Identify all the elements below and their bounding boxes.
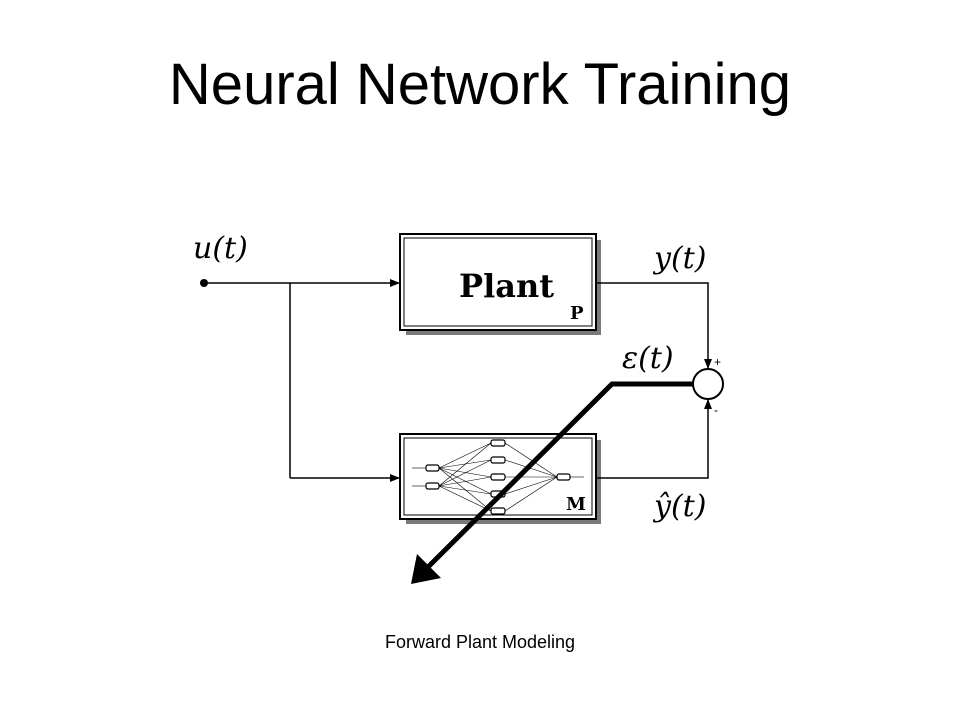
connection <box>438 476 492 487</box>
network-nodes <box>425 439 571 515</box>
connection <box>438 467 492 512</box>
plant-block-inner <box>403 237 593 327</box>
model-tag: M <box>566 494 586 515</box>
connection <box>438 485 492 495</box>
plant-block-frame <box>399 233 597 331</box>
model-block-inner <box>403 437 593 516</box>
error-feedback-arrowhead <box>411 554 441 584</box>
plant-tag: P <box>570 303 584 324</box>
plant-output-label: y(t) <box>652 241 706 276</box>
minus-sign: - <box>714 403 718 417</box>
connection <box>504 476 558 495</box>
network-connections <box>412 442 584 512</box>
connection <box>504 442 558 478</box>
summing-junction <box>692 368 724 400</box>
plant-label: Plant <box>459 267 554 305</box>
hidden-neuron <box>490 507 506 515</box>
hidden-neuron <box>490 439 506 447</box>
connection <box>438 485 492 512</box>
error-label: ε(t) <box>622 341 674 376</box>
connection <box>438 442 492 469</box>
connection <box>504 459 558 478</box>
plus-sign: + <box>714 355 721 369</box>
model-output-line <box>596 399 712 479</box>
plant-block: Plant P <box>399 233 601 335</box>
hidden-neuron <box>490 456 506 464</box>
input-neuron <box>425 482 440 490</box>
connection <box>438 467 492 495</box>
output-neuron <box>556 473 571 481</box>
connection <box>504 476 558 512</box>
connection <box>438 459 492 487</box>
input-label: u(t) <box>193 231 248 266</box>
neural-network-icon <box>412 439 584 515</box>
plant-output-line <box>596 282 712 369</box>
model-block: M <box>399 433 601 524</box>
error-feedback-line <box>421 381 693 574</box>
connection <box>438 467 492 478</box>
slide-title: Neural Network Training <box>168 52 792 117</box>
hidden-neuron <box>490 473 506 481</box>
slide-caption: Forward Plant Modeling <box>384 632 576 652</box>
model-output-label: ŷ(t) <box>652 489 706 524</box>
input-neuron <box>425 464 440 472</box>
connection <box>438 459 492 469</box>
connection <box>438 442 492 487</box>
